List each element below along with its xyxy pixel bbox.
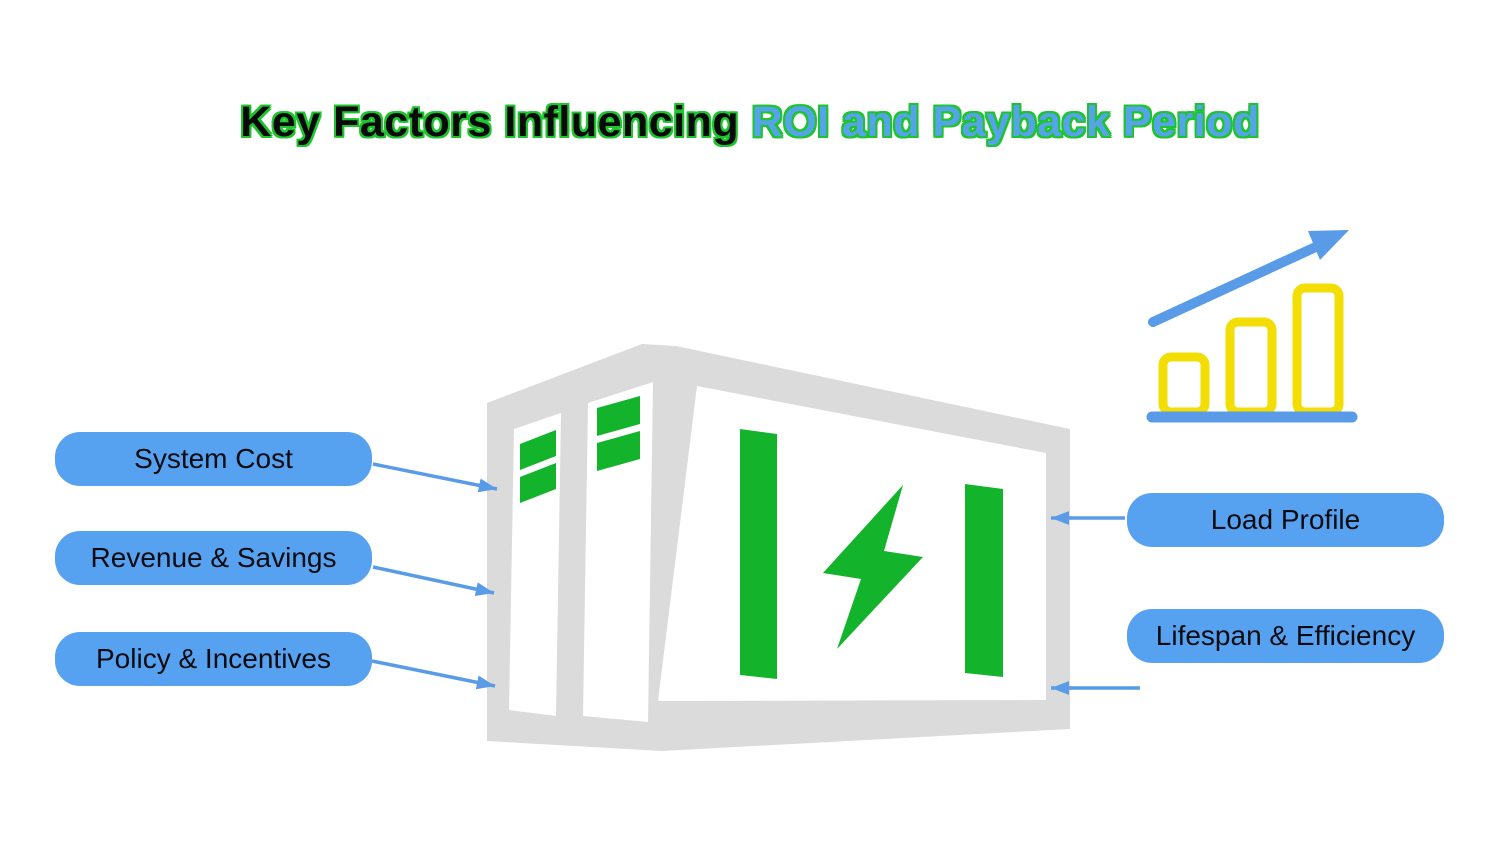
battery-container-illustration <box>487 344 1070 751</box>
connector-arrows <box>371 462 1140 695</box>
rising-arrow-shaft <box>1148 240 1325 327</box>
factor-box-load-profile: Load Profile <box>1127 493 1444 547</box>
chart-bar-tall <box>1292 283 1344 417</box>
battery-bar-right <box>965 484 1003 677</box>
arrow-policy-incentives <box>371 659 496 690</box>
vent-stripe-icon <box>597 431 640 471</box>
factor-box-revenue-savings: Revenue & Savings <box>55 531 372 585</box>
factor-label: Lifespan & Efficiency <box>1155 620 1416 651</box>
arrow-system-cost <box>372 462 498 493</box>
lightning-bolt-icon <box>823 485 923 649</box>
factor-label: Policy & Incentives <box>96 643 331 674</box>
battery-bar-left <box>740 429 777 679</box>
factor-label: Load Profile <box>1210 504 1361 535</box>
vent-stripe-icon <box>520 430 556 470</box>
title-black-part: Key Factors Influencing <box>240 98 740 146</box>
title-blue-part: ROI and Payback Period <box>751 98 1260 146</box>
factor-box-lifespan-efficiency: Lifespan & Efficiency <box>1127 609 1444 663</box>
chart-bar-small <box>1158 352 1210 417</box>
factor-box-policy-incentives: Policy & Incentives <box>55 632 372 686</box>
chart-bar-medium <box>1225 317 1277 417</box>
arrow-revenue-savings <box>372 565 495 597</box>
page-title: Key Factors Influencing ROI and Payback … <box>0 98 1500 147</box>
vent-stripe-icon <box>520 463 556 503</box>
cabinet-door-2 <box>583 382 653 722</box>
factor-box-system-cost: System Cost <box>55 432 372 486</box>
factor-label: System Cost <box>134 443 293 474</box>
rising-arrow-head <box>1308 230 1349 260</box>
vent-stripe-icon <box>597 396 640 436</box>
factor-label: Revenue & Savings <box>90 542 337 573</box>
growth-chart-icon <box>1146 230 1358 423</box>
